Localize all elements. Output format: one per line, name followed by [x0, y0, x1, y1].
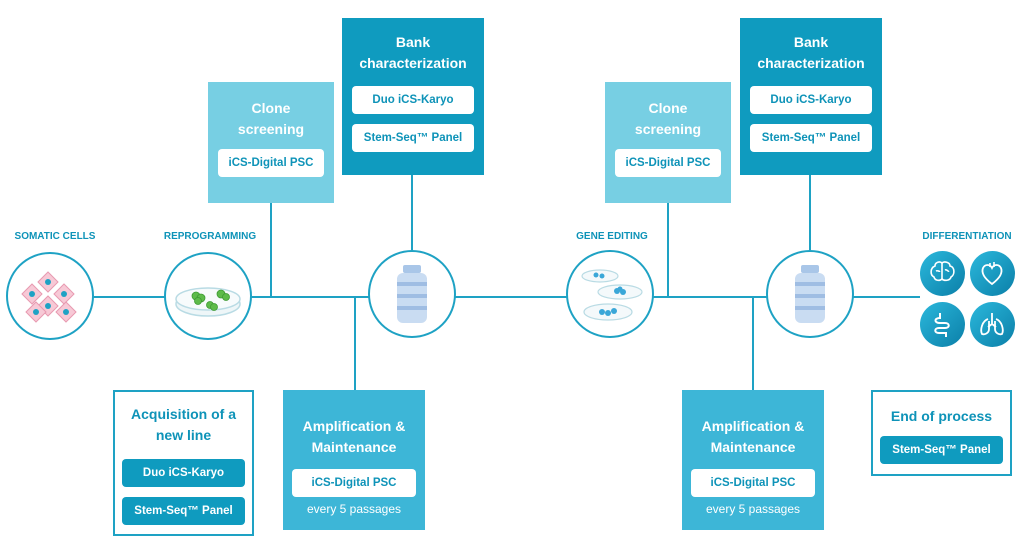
gene-editing-circle: [566, 250, 654, 338]
ics-digital-psc-pill: iCS-Digital PSC: [691, 469, 815, 497]
amplification-box-2: Amplification &Maintenance iCS-Digital P…: [682, 390, 824, 530]
connector-amplification-2: [752, 297, 754, 390]
stem-seq-panel-pill: Stem-Seq™ Panel: [352, 124, 474, 152]
passage-note: every 5 passages: [705, 502, 801, 516]
bank-circle-1: [368, 250, 456, 338]
petri-dish-icon: [175, 287, 241, 317]
end-of-process-title: End of process: [890, 408, 993, 424]
bank-circle-2: [766, 250, 854, 338]
ics-digital-psc-pill: iCS-Digital PSC: [615, 149, 721, 177]
brain-icon: [920, 251, 965, 296]
stacked-dishes-icon: [581, 269, 643, 321]
stage-label-differentiation: DIFFERENTIATION: [922, 231, 1012, 242]
amplification-title-2: Amplification &Maintenance: [701, 418, 805, 455]
somatic-cells-circle: [6, 252, 94, 340]
duo-ics-karyo-pill: Duo iCS-Karyo: [750, 86, 872, 114]
duo-ics-karyo-pill: Duo iCS-Karyo: [352, 86, 474, 114]
amplification-title-1: Amplification &Maintenance: [302, 418, 406, 455]
connector-bank-2: [809, 175, 811, 250]
stage-label-gene-editing: GENE EDITING: [576, 231, 648, 242]
connector-bank-1: [411, 175, 413, 250]
amplification-box-1: Amplification &Maintenance iCS-Digital P…: [283, 390, 425, 530]
connector-clone-screening-2: [667, 203, 669, 297]
stage-label-reprogramming: REPROGRAMMING: [163, 231, 257, 242]
passage-note: every 5 passages: [306, 502, 402, 516]
stem-seq-panel-pill: Stem-Seq™ Panel: [880, 436, 1003, 464]
stem-seq-panel-pill: Stem-Seq™ Panel: [750, 124, 872, 152]
cell-cluster-icon: [21, 271, 77, 323]
connector-amplification-1: [354, 297, 356, 390]
ics-digital-psc-pill: iCS-Digital PSC: [292, 469, 416, 497]
reprogramming-circle: [164, 252, 252, 340]
intestine-icon: [920, 302, 965, 347]
stage-label-somatic-cells: SOMATIC CELLS: [14, 231, 96, 242]
duo-ics-karyo-pill: Duo iCS-Karyo: [122, 459, 245, 487]
lungs-icon: [970, 302, 1015, 347]
ics-digital-psc-pill: iCS-Digital PSC: [218, 149, 324, 177]
end-of-process-box: End of process Stem-Seq™ Panel: [871, 390, 1012, 476]
connector-clone-screening-1: [270, 203, 272, 297]
heart-icon: [970, 251, 1015, 296]
cryo-bottle-icon: [397, 265, 427, 323]
cryo-bottle-icon: [795, 265, 825, 323]
timeline-main-line: [50, 296, 920, 298]
stem-seq-panel-pill: Stem-Seq™ Panel: [122, 497, 245, 525]
